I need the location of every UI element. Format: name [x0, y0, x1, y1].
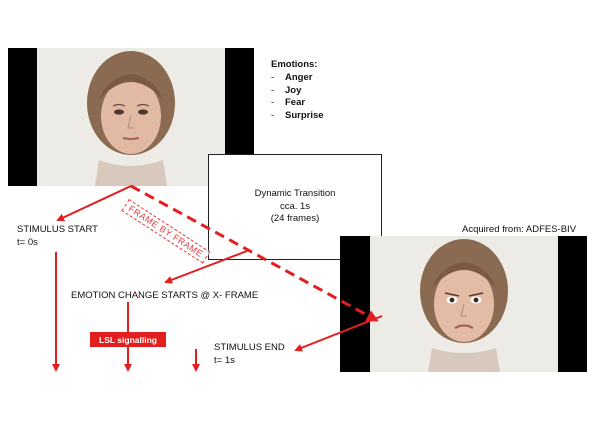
stimulus-start-time: t= 0s: [17, 237, 38, 248]
arrow-to-emotion-change: [164, 250, 248, 284]
neutral-face-image: [87, 51, 175, 186]
list-item: -Joy: [271, 84, 302, 96]
source-credit: Acquired from: ADFES-BIV: [462, 224, 577, 235]
emotion-face-frame: [340, 236, 587, 372]
stimulus-start-label: STIMULUS START: [17, 224, 98, 235]
emotions-title: Emotions:: [271, 59, 318, 70]
transition-frames: (24 frames): [270, 213, 320, 225]
arrow-to-stimulus-start: [56, 185, 132, 222]
arrow-frame-by-frame: [130, 184, 379, 322]
list-item: -Anger: [271, 72, 313, 83]
transition-duration: cca. 1s: [279, 200, 311, 212]
list-item: -Fear: [271, 97, 306, 108]
list-item: -Surprise: [271, 109, 324, 121]
stimulus-end-label: STIMULUS END: [214, 342, 285, 353]
stimulus-end-time: t= 1s: [214, 355, 235, 366]
neutral-face-frame: [8, 48, 254, 186]
emotion-face-image: [420, 239, 508, 372]
emotions-list: -Anger -Joy -Fear -Surprise: [271, 72, 324, 122]
transition-title: Dynamic Transition: [254, 188, 336, 200]
lsl-signalling-badge: LSL signalling: [90, 332, 166, 347]
emotion-change-label: EMOTION CHANGE STARTS @ X- FRAME: [71, 290, 259, 301]
arrow-to-stimulus-end: [294, 315, 383, 352]
